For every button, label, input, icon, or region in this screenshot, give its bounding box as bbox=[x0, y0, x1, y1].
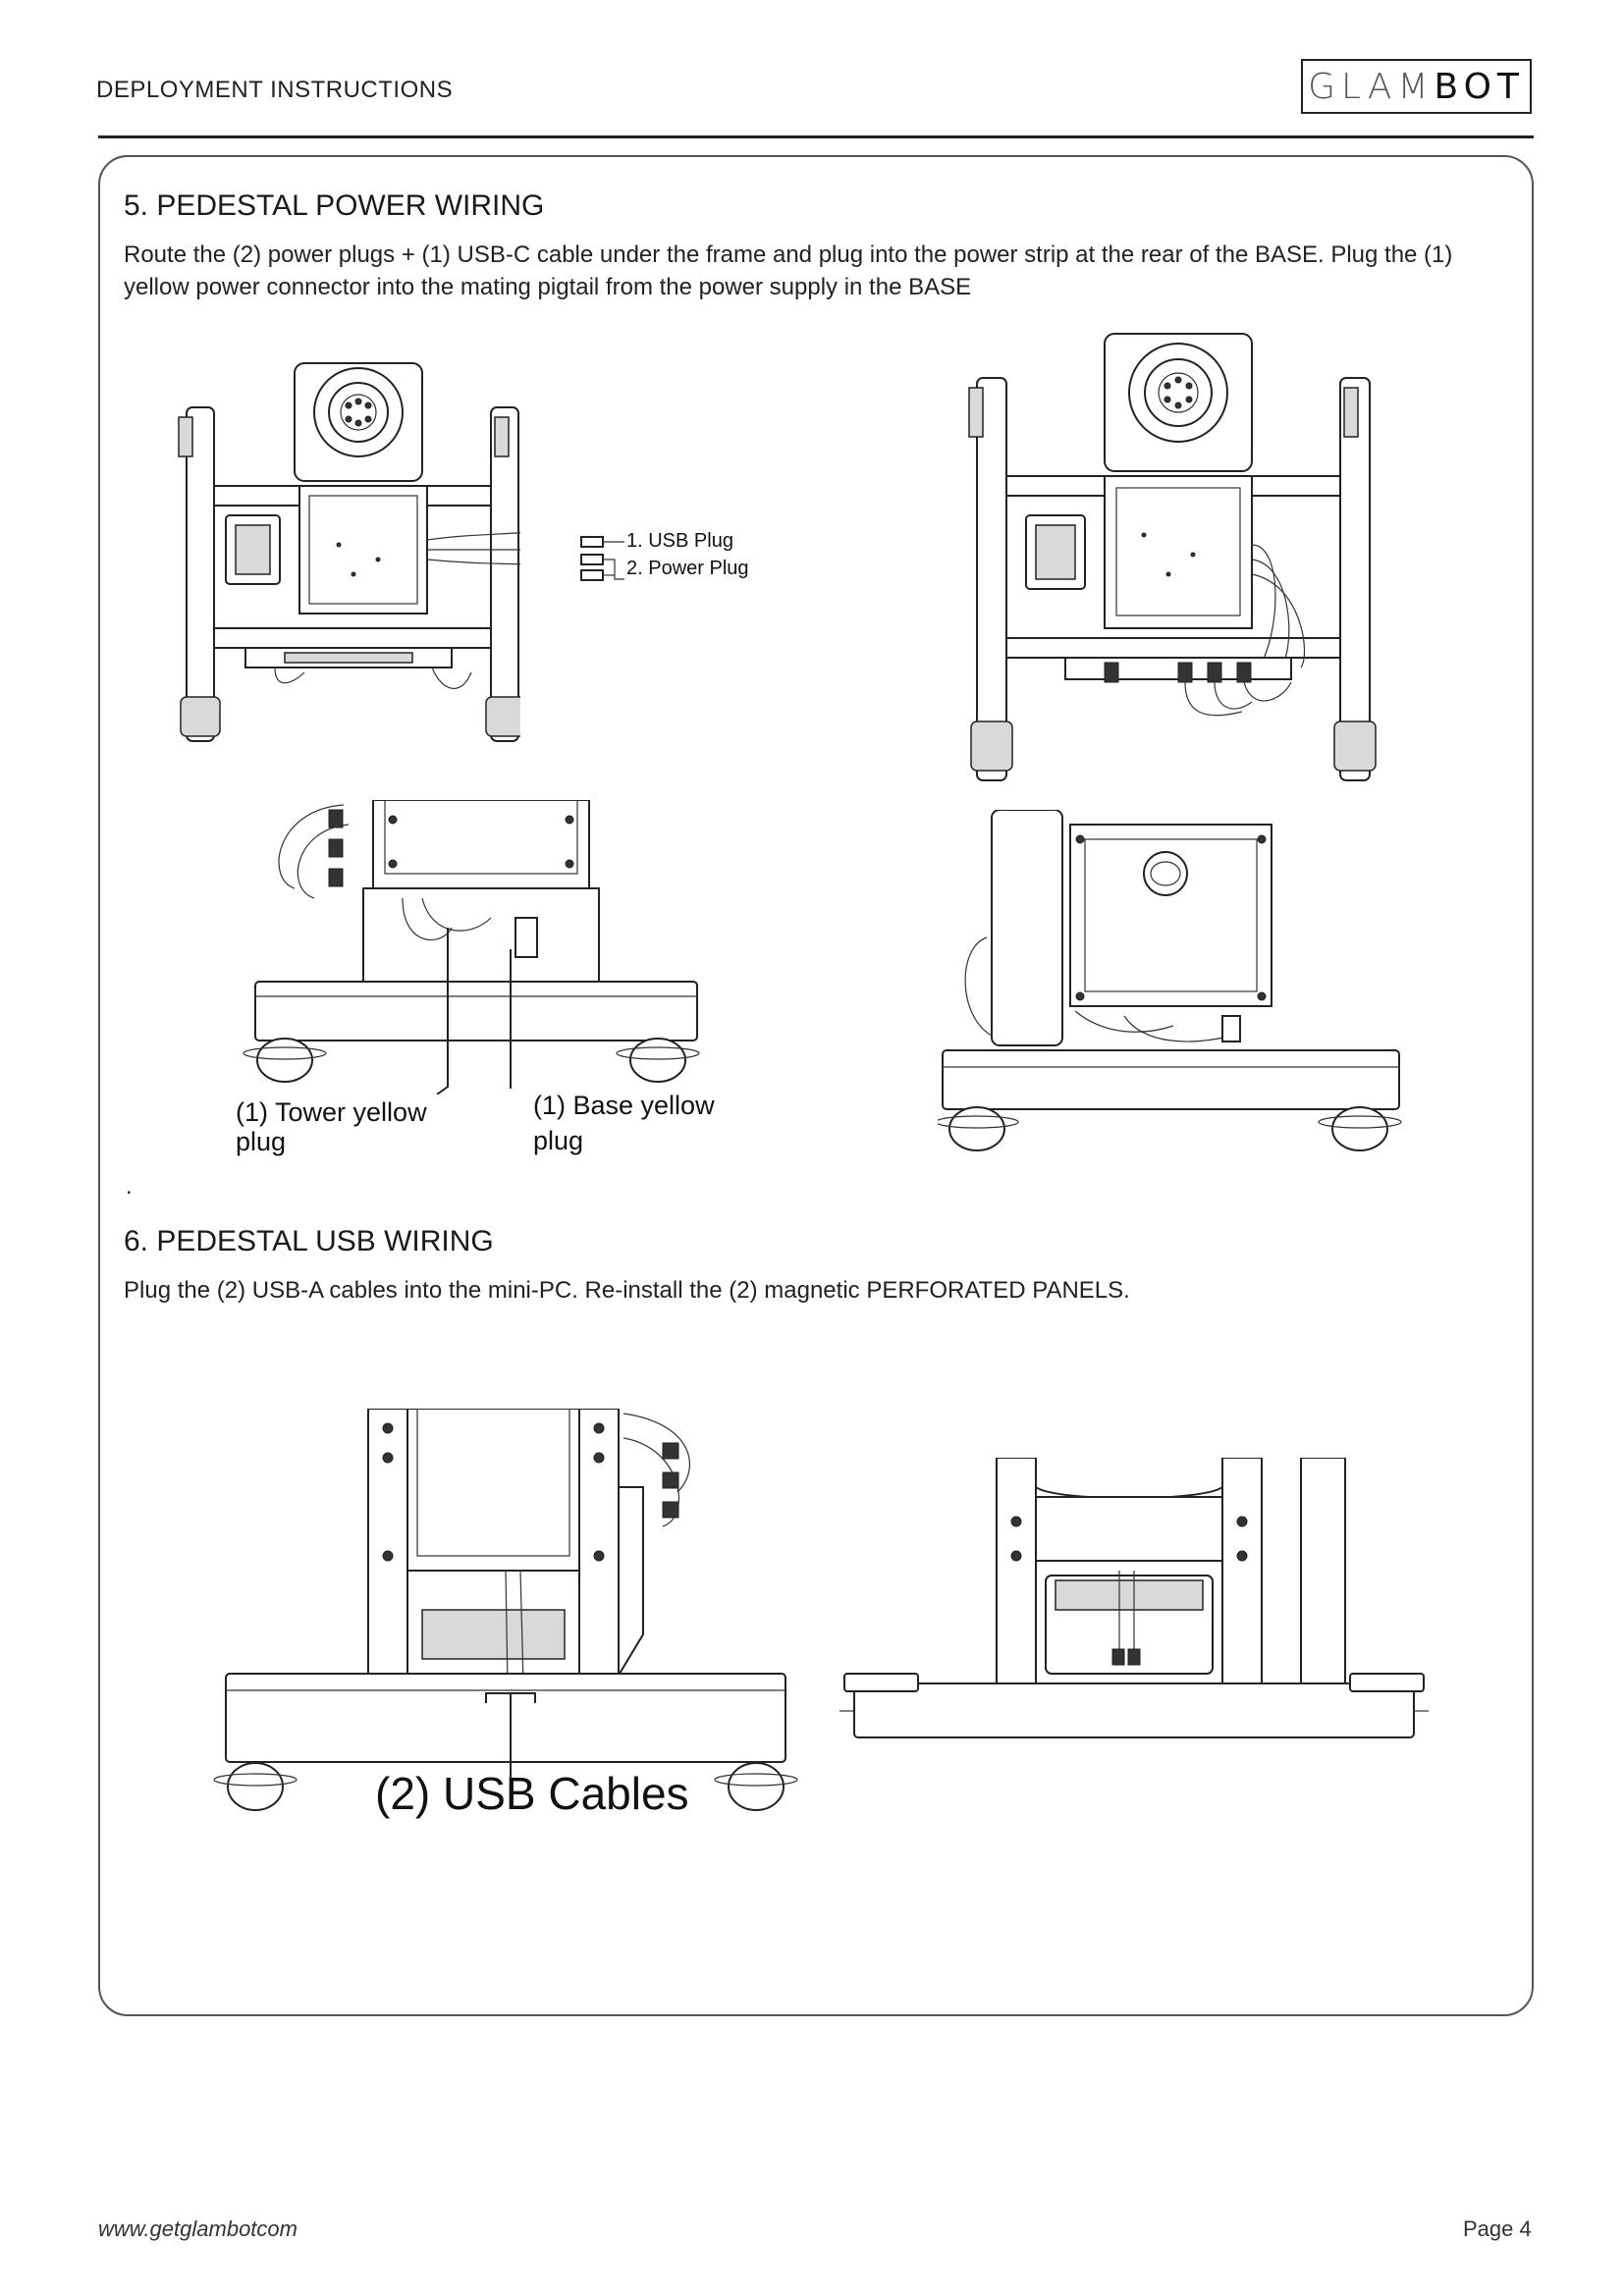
callout-tower-yellow-plug: (1) Tower yellow plug bbox=[236, 1097, 427, 1156]
figure-pedestal-base-side-view bbox=[938, 810, 1409, 1158]
header-divider bbox=[98, 135, 1534, 138]
callout-usb-cables: (2) USB Cables bbox=[375, 1768, 689, 1819]
content-panel bbox=[98, 155, 1534, 2016]
callout-power-plug: 2. Power Plug bbox=[626, 558, 749, 579]
plug-connectors-icon bbox=[579, 535, 626, 594]
logo-text-part1: GLAM bbox=[1308, 66, 1435, 107]
section-5-body: Route the (2) power plugs + (1) USB-C ca… bbox=[124, 241, 1453, 300]
section-5-title: 5. PEDESTAL POWER WIRING bbox=[124, 189, 545, 222]
section-6-body: Plug the (2) USB-A cables into the mini-… bbox=[124, 1277, 1130, 1304]
separator-dot: . bbox=[126, 1173, 133, 1200]
section-6-title: 6. PEDESTAL USB WIRING bbox=[124, 1225, 494, 1257]
glambot-logo: GLAMBOT bbox=[1301, 59, 1532, 114]
footer-website-url: www.getglambotcom bbox=[98, 2216, 298, 2241]
figure-pedestal-side-view-yellow-plugs bbox=[236, 800, 717, 1095]
footer-page-number: Page 4 bbox=[1463, 2216, 1532, 2241]
logo-text: GLAMBOT bbox=[1308, 67, 1525, 107]
figure-pedestal-front-usb bbox=[211, 1409, 800, 1821]
figure-pedestal-top-view-unplugged bbox=[167, 358, 520, 751]
document-header-title: DEPLOYMENT INSTRUCTIONS bbox=[96, 77, 454, 103]
callout-usb-plug: 1. USB Plug bbox=[626, 530, 733, 552]
callout-base-yellow-plug: (1) Base yellow plug bbox=[533, 1091, 715, 1155]
logo-text-part2: BOT bbox=[1434, 66, 1525, 107]
figure-pedestal-rear-usb bbox=[839, 1458, 1429, 1747]
figure-pedestal-top-view-plugged bbox=[957, 329, 1389, 790]
